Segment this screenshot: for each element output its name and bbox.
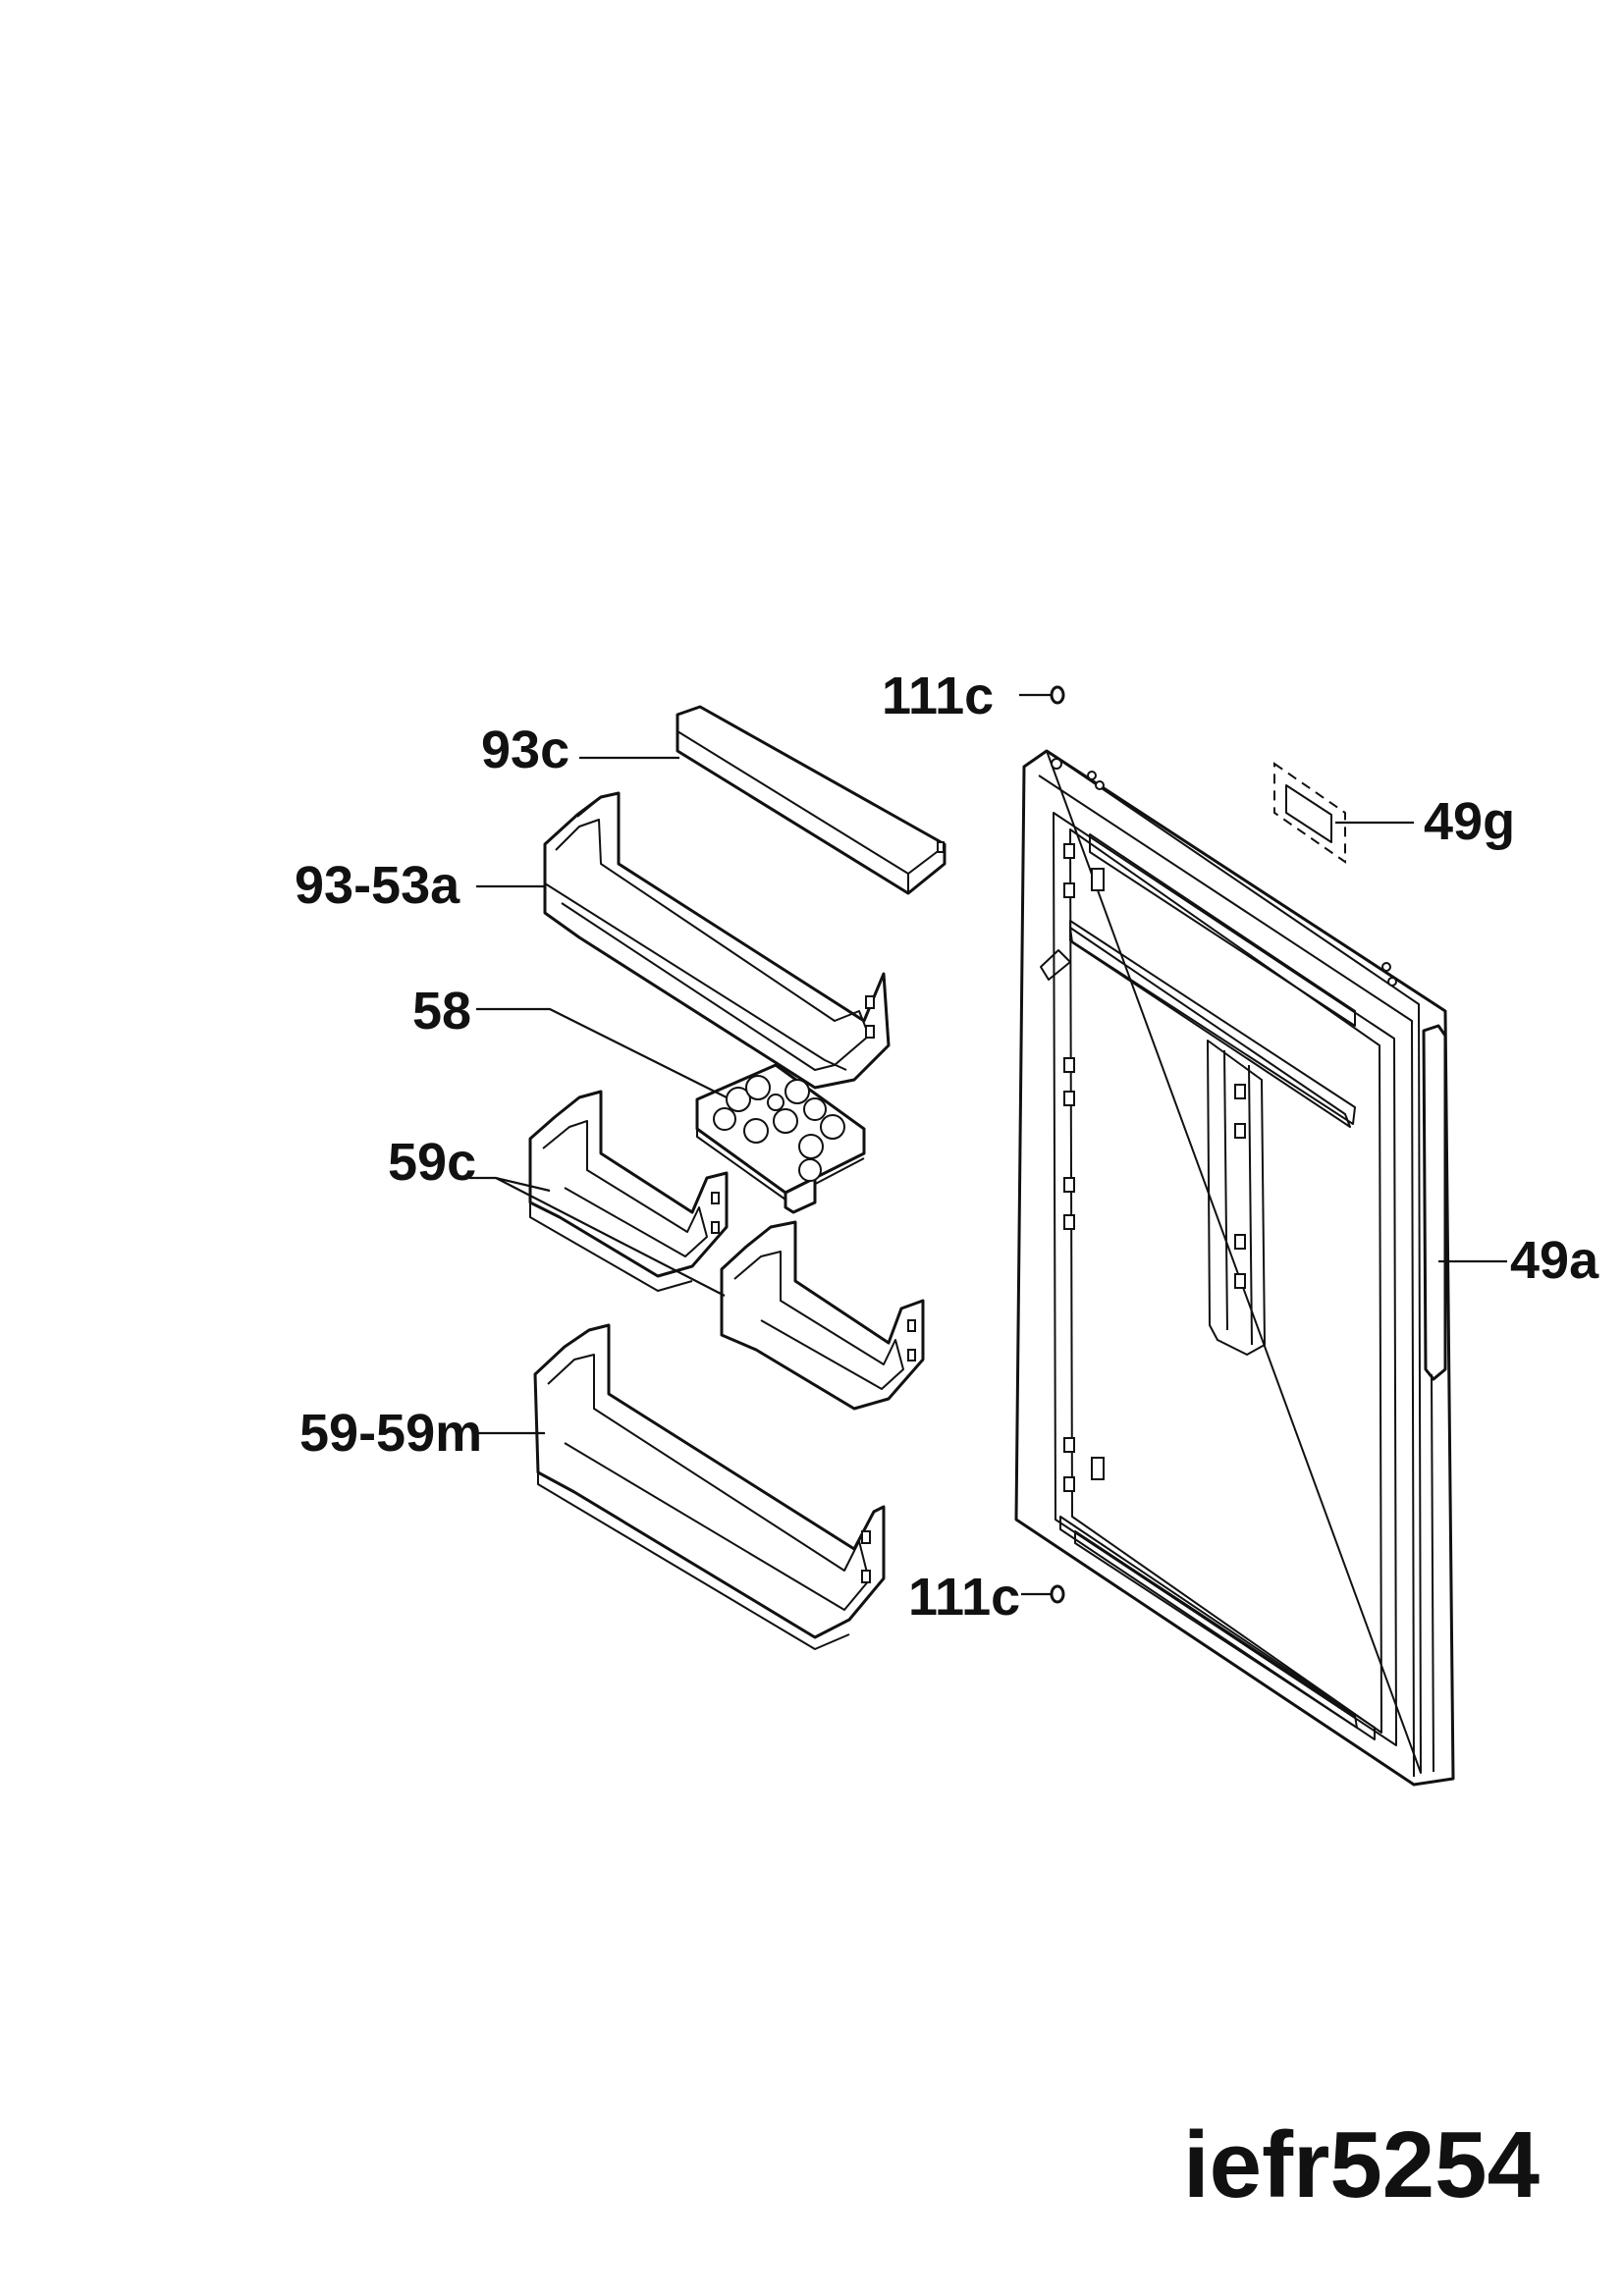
shelf-lid [579, 705, 947, 895]
upper-door-shelf [476, 791, 891, 1090]
lower-door-shelf [476, 1323, 886, 1650]
screw-bottom [1021, 1584, 1065, 1604]
label-egg-tray: 58 [412, 982, 471, 1041]
model-code: iefr5254 [1183, 2112, 1540, 2217]
label-sticker [1273, 762, 1414, 864]
egg-tray [476, 1007, 866, 1214]
label-small-shelves: 59c [388, 1133, 476, 1192]
label-upper-shelf: 93-53a [295, 856, 460, 915]
label-screw-bottom: 111c [908, 1568, 1020, 1627]
small-door-shelf-right [720, 1220, 925, 1411]
screw-top [1019, 685, 1065, 705]
label-sticker-49g: 49g [1424, 792, 1515, 851]
label-screw-top: 111c [882, 667, 994, 725]
label-lower-shelf: 59-59m [299, 1404, 482, 1463]
label-door-gasket: 49a [1510, 1231, 1599, 1290]
door-mount-holes [1051, 758, 1397, 1492]
door-panel [1014, 749, 1455, 1787]
small-door-shelf-left [528, 1090, 729, 1292]
label-lid: 93c [481, 721, 569, 779]
